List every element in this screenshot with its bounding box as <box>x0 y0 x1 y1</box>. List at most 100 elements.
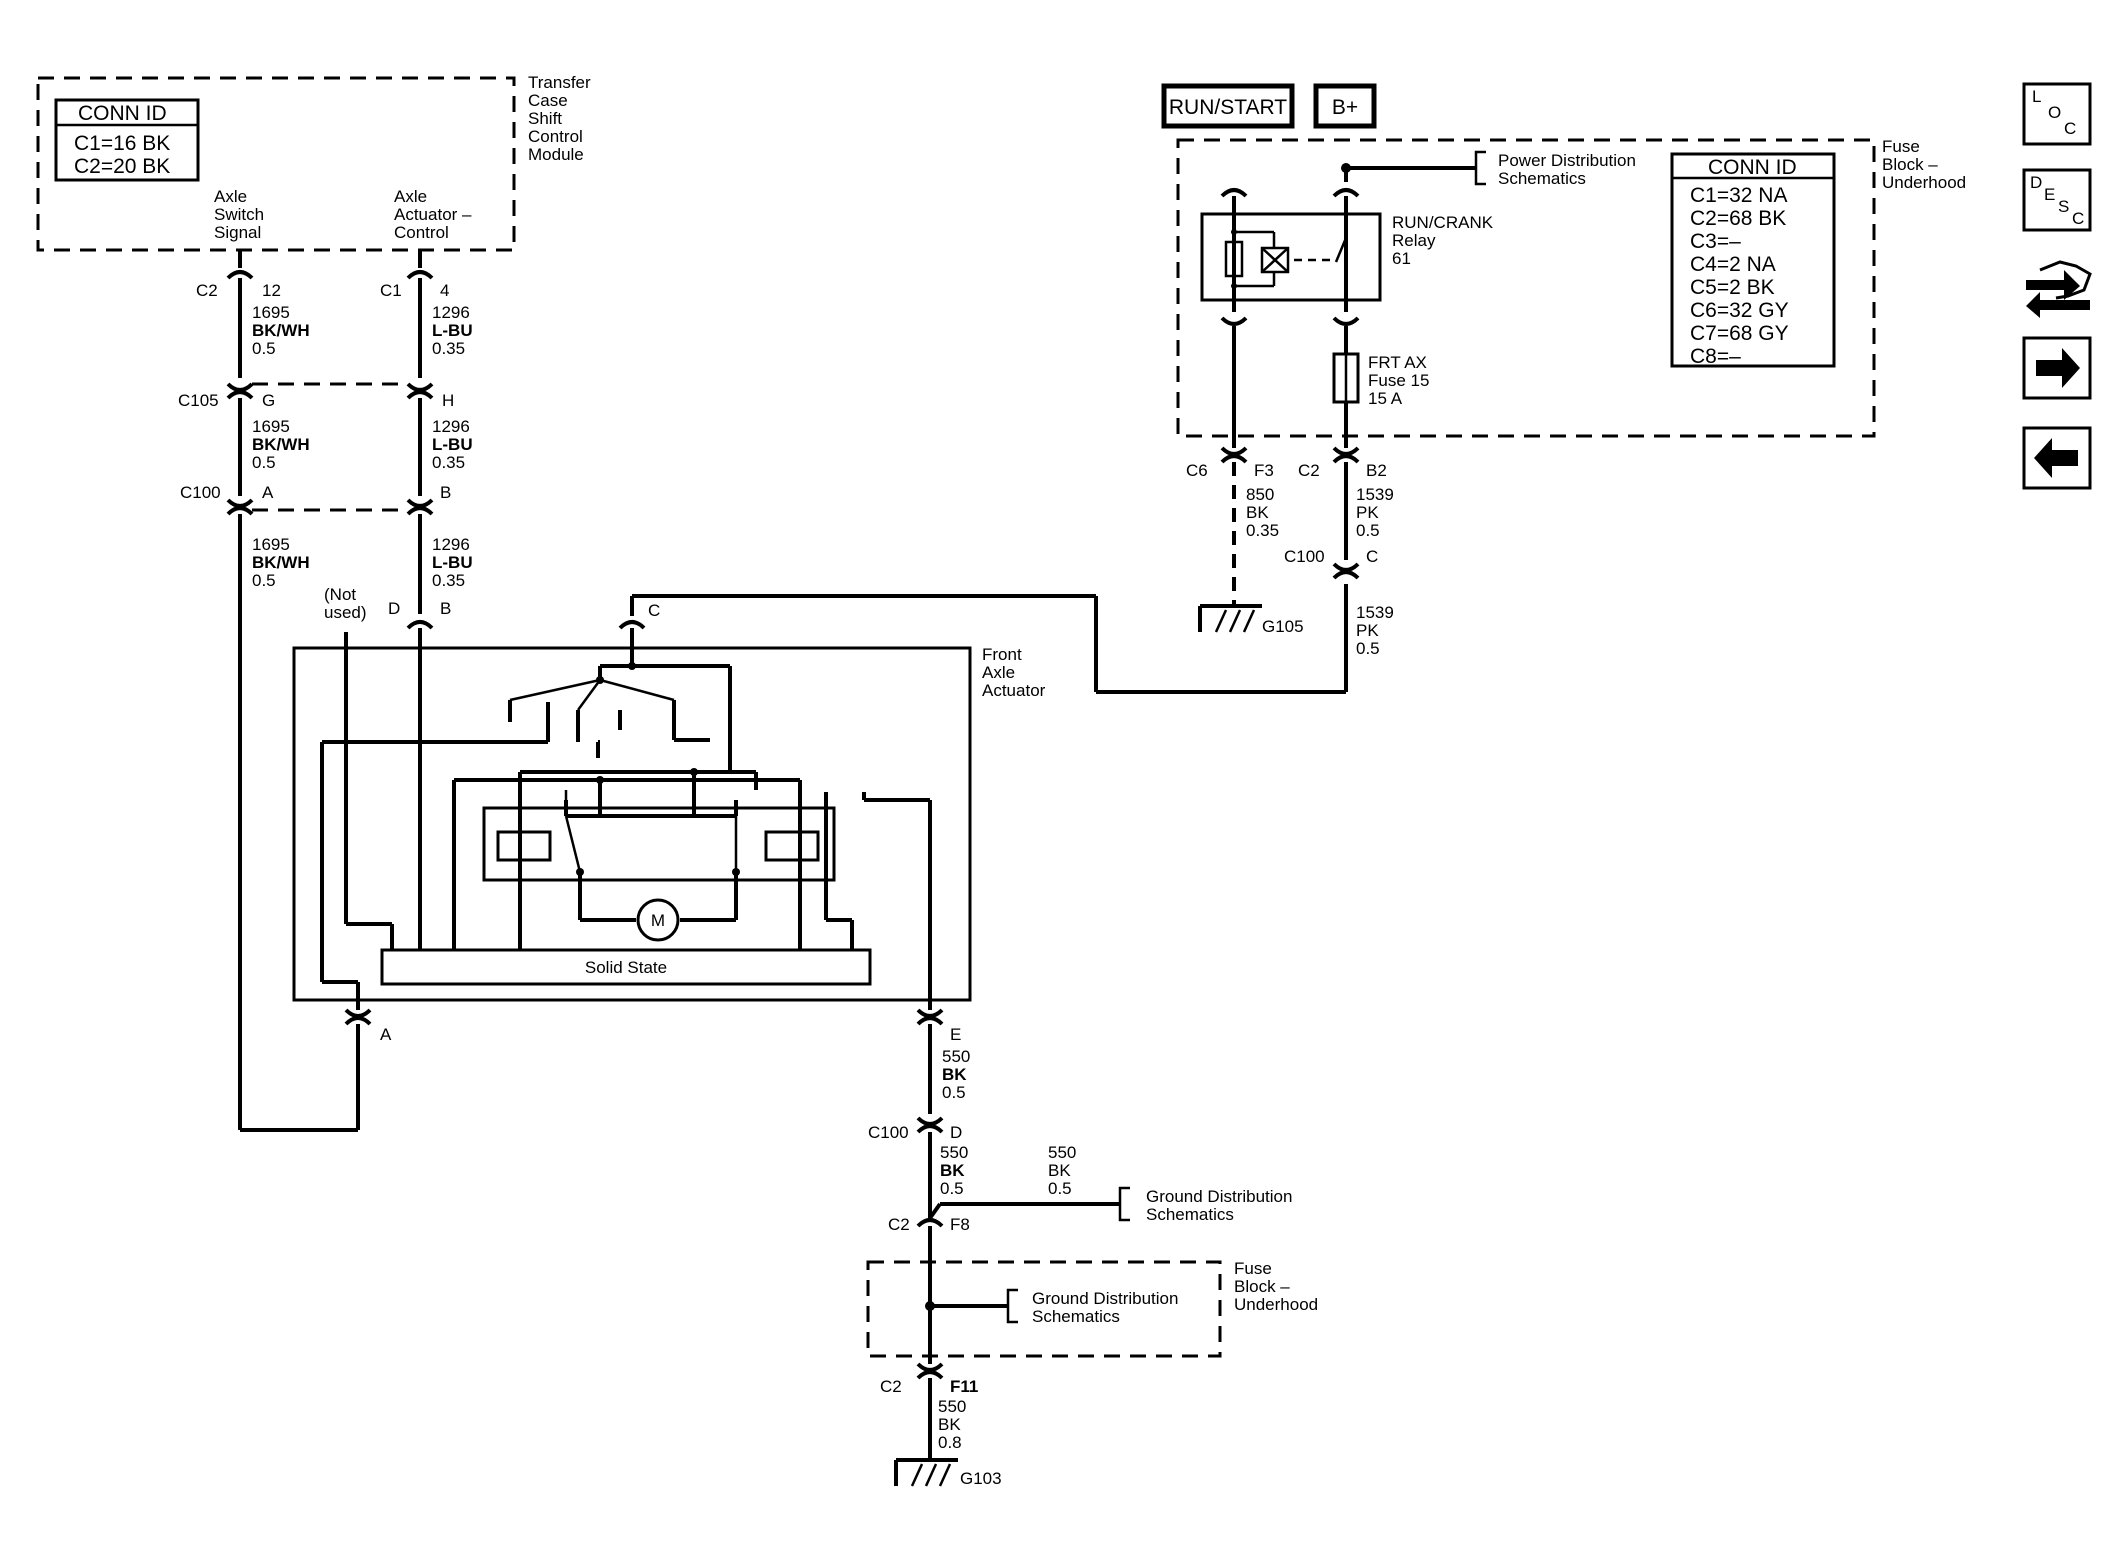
fuse-label-1: FRT AX <box>1368 353 1427 372</box>
label-f11: F11 <box>950 1377 978 1396</box>
label-gauge: 0.8 <box>938 1433 962 1452</box>
ground-circuit-550: 550 BK 0.5 C100 D 550 BK 0.5 550 BK 0.5 … <box>866 1024 1318 1488</box>
label-c2: C2 <box>880 1377 902 1396</box>
label-color: BK <box>938 1415 961 1434</box>
label-pin-b: B <box>440 483 451 502</box>
fuse-block-underhood-power: RUN/START B+ Fuse Block – Underhood Powe… <box>1161 83 1966 658</box>
connector-c2-b2-bottom <box>1332 454 1360 464</box>
label-pin-4: 4 <box>440 281 449 300</box>
label-circuit: 1539 <box>1356 603 1394 622</box>
connector-relay-out-left <box>1220 316 1248 326</box>
label-c2: C2 <box>888 1215 910 1234</box>
pin-b-label: B <box>440 599 451 618</box>
next-page-button[interactable] <box>2022 336 2092 400</box>
fuse-label-3: 15 A <box>1368 389 1403 408</box>
desc-button[interactable]: D E S C <box>2022 168 2092 232</box>
fuse-block-title-3: Underhood <box>1234 1295 1318 1314</box>
connector-actuator-c <box>618 620 646 630</box>
previous-page-frame[interactable] <box>2022 426 2092 490</box>
pin-d-label: D <box>388 599 400 618</box>
tcscm-boundary <box>36 76 516 252</box>
ground-dist2-1: Ground Distribution <box>1032 1289 1178 1308</box>
connector-c1-4 <box>406 270 434 280</box>
not-used-1: (Not <box>324 585 356 604</box>
label-color: BK <box>940 1161 965 1180</box>
label-color: BK/WH <box>252 321 310 340</box>
label-c100: C100 <box>180 483 221 502</box>
previous-page-button[interactable] <box>2022 426 2092 490</box>
fuse-block-ground-boundary <box>866 1260 1222 1358</box>
relay-label-3: 61 <box>1392 249 1411 268</box>
connector-c100-b-top <box>406 498 434 508</box>
connector-view-button[interactable] <box>2020 252 2096 324</box>
label-c2: C2 <box>1298 461 1320 480</box>
label-c105: C105 <box>178 391 219 410</box>
fuse-block-title-2: Block – <box>1882 155 1938 174</box>
loc-button-frame[interactable] <box>2022 82 2092 146</box>
next-page-frame[interactable] <box>2022 336 2092 400</box>
ground-hatch <box>1228 609 1242 633</box>
conn-id-c1: C1=32 NA <box>1690 184 1787 207</box>
label-c2: C2 <box>196 281 218 300</box>
desc-button-frame[interactable] <box>2022 168 2092 232</box>
label-g103: G103 <box>960 1469 1002 1488</box>
junction-dot <box>628 662 636 670</box>
label-pin-g: G <box>262 391 275 410</box>
relay-switch <box>1334 237 1348 263</box>
wire-segment <box>928 1202 942 1220</box>
power-dist-1: Power Distribution <box>1498 151 1636 170</box>
loc-letter-o: O <box>2048 103 2061 122</box>
wire-1296: C1 4 1296 L-BU 0.35 H 1296 L-BU 0.35 B 1… <box>380 250 473 630</box>
connector-c100-c-bottom <box>1332 570 1360 580</box>
label-g105: G105 <box>1262 617 1304 636</box>
label-circuit: 850 <box>1246 485 1274 504</box>
switch-contact <box>576 679 602 711</box>
label-circuit: 550 <box>938 1397 966 1416</box>
connector-c105-h-top <box>406 382 434 392</box>
coil-left <box>496 830 552 862</box>
conn-id-c6: C6=32 GY <box>1690 299 1789 322</box>
wire-1695: C2 12 1695 BK/WH 0.5 C105 G 1695 BK/WH 0… <box>178 250 360 1132</box>
connector-c100-b-bottom <box>406 506 434 516</box>
reference-bracket <box>1474 150 1486 186</box>
solid-state-module <box>380 948 872 986</box>
relay-coil <box>1260 246 1290 274</box>
connector-c6-f3-top <box>1220 446 1248 456</box>
relay-coil-x <box>1261 247 1289 273</box>
label-gauge: 0.5 <box>940 1179 964 1198</box>
loc-button[interactable]: L O C <box>2022 82 2092 146</box>
tcscm-title-2: Case <box>528 91 568 110</box>
connector-c105-h-bottom <box>406 390 434 400</box>
desc-letter-e: E <box>2044 185 2055 204</box>
connector-c100-d-bottom <box>916 1124 944 1134</box>
ground-hatch <box>938 1463 952 1487</box>
connector-run-start-feed <box>1220 188 1248 198</box>
coil-right <box>764 830 820 862</box>
label-gauge: 0.5 <box>252 339 276 358</box>
label-color: PK <box>1356 503 1379 522</box>
motor-symbol <box>636 898 680 942</box>
relay-label-1: RUN/CRANK <box>1392 213 1494 232</box>
ground-dist-1: Ground Distribution <box>1146 1187 1292 1206</box>
label-color: L-BU <box>432 435 473 454</box>
tcscm-conn-id-c2: C2=20 BK <box>74 155 170 178</box>
label-circuit: 550 <box>940 1143 968 1162</box>
tcscm-conn-id-c1: C1=16 BK <box>74 132 170 155</box>
power-dist-2: Schematics <box>1498 169 1586 188</box>
connector-c2-b2-top <box>1332 446 1360 456</box>
b-plus-label-box <box>1313 83 1377 129</box>
label-gauge: 0.5 <box>252 571 276 590</box>
label-circuit: 1296 <box>432 417 470 436</box>
label-color: L-BU <box>432 321 473 340</box>
label-circuit: 550 <box>1048 1143 1076 1162</box>
conn-id-c2: C2=68 BK <box>1690 207 1786 230</box>
label-c1: C1 <box>380 281 402 300</box>
conn-id-c8: C8=– <box>1690 345 1741 368</box>
connector-actuator-b <box>406 620 434 630</box>
conn-id-c4: C4=2 NA <box>1690 253 1776 276</box>
pin-e-label: E <box>950 1025 961 1044</box>
ground-hatch <box>924 1463 938 1487</box>
fuse-block-title-1: Fuse <box>1234 1259 1272 1278</box>
actuator-title-3: Actuator <box>982 681 1046 700</box>
